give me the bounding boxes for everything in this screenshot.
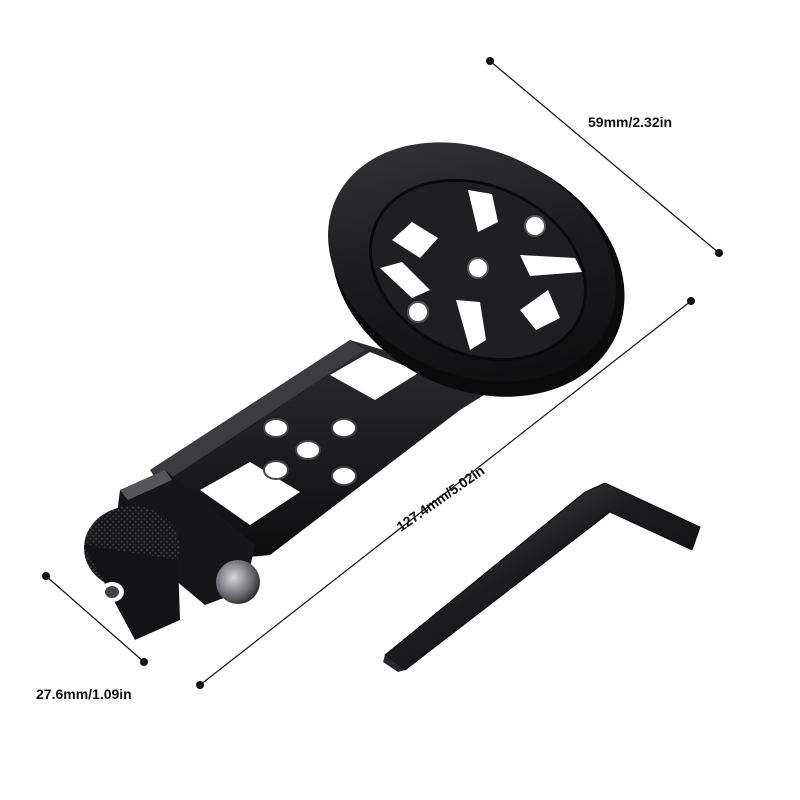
diameter-dimension-label: 59mm/2.32in bbox=[588, 114, 673, 130]
dimension-line-length bbox=[196, 297, 695, 689]
hex-key bbox=[383, 482, 701, 672]
extension-arm bbox=[150, 340, 500, 560]
disc-cutouts bbox=[380, 190, 582, 350]
disc-threaded-holes bbox=[407, 215, 546, 323]
mount-disc bbox=[328, 142, 625, 397]
cold-shoe-clamp bbox=[84, 470, 260, 640]
knob-cap bbox=[216, 560, 260, 604]
arm-holes bbox=[263, 418, 357, 486]
arm-slot bbox=[330, 352, 420, 400]
width-dimension-label: 27.6mm/1.09in bbox=[36, 686, 132, 702]
dimension-line-width bbox=[42, 572, 148, 666]
dimension-line-diameter bbox=[486, 57, 723, 257]
